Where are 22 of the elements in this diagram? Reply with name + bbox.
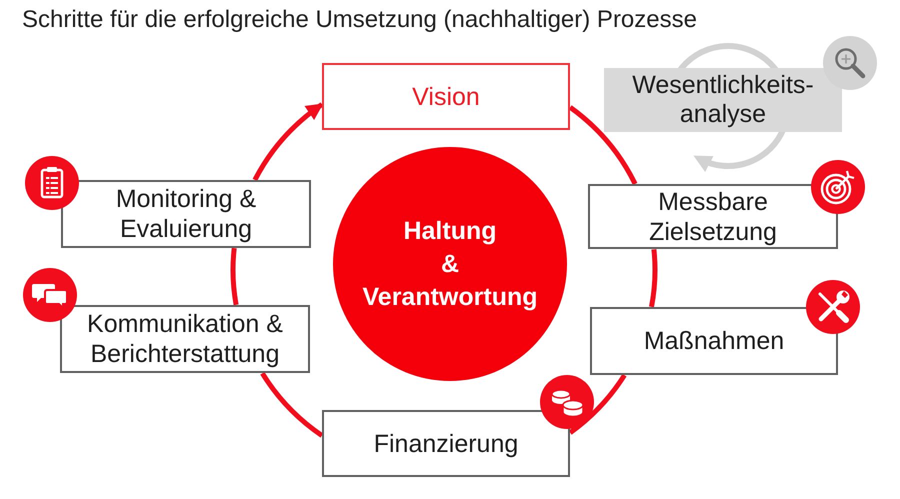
step-label: Monitoring & Evaluierung bbox=[114, 184, 258, 244]
arrow bbox=[252, 102, 324, 182]
connector-line bbox=[649, 249, 658, 308]
title: Schritte für die erfolgreiche Umsetzung (nachhaltiger) Prozesse bbox=[22, 5, 697, 35]
center-label: Haltung & Verantwortung bbox=[362, 216, 538, 312]
step-box bbox=[588, 184, 838, 249]
step-box bbox=[590, 307, 838, 375]
connector-line bbox=[568, 374, 626, 435]
step-box bbox=[322, 63, 570, 130]
step-box bbox=[60, 305, 310, 373]
step-label: Wesentlichkeits- analyse bbox=[632, 71, 814, 129]
step-box bbox=[61, 180, 311, 248]
step-label: Finanzierung bbox=[374, 428, 518, 458]
step-label: Messbare Zielsetzung bbox=[649, 186, 777, 246]
step-label: Kommunikation & Berichterstattung bbox=[86, 309, 284, 369]
connector-line bbox=[260, 372, 324, 438]
step-label: Maßnahmen bbox=[644, 326, 784, 356]
step-label: Vision bbox=[412, 82, 480, 112]
connector-line bbox=[230, 248, 239, 306]
step-box bbox=[322, 410, 570, 477]
highlight-box bbox=[604, 68, 842, 132]
connector-line bbox=[568, 105, 638, 186]
